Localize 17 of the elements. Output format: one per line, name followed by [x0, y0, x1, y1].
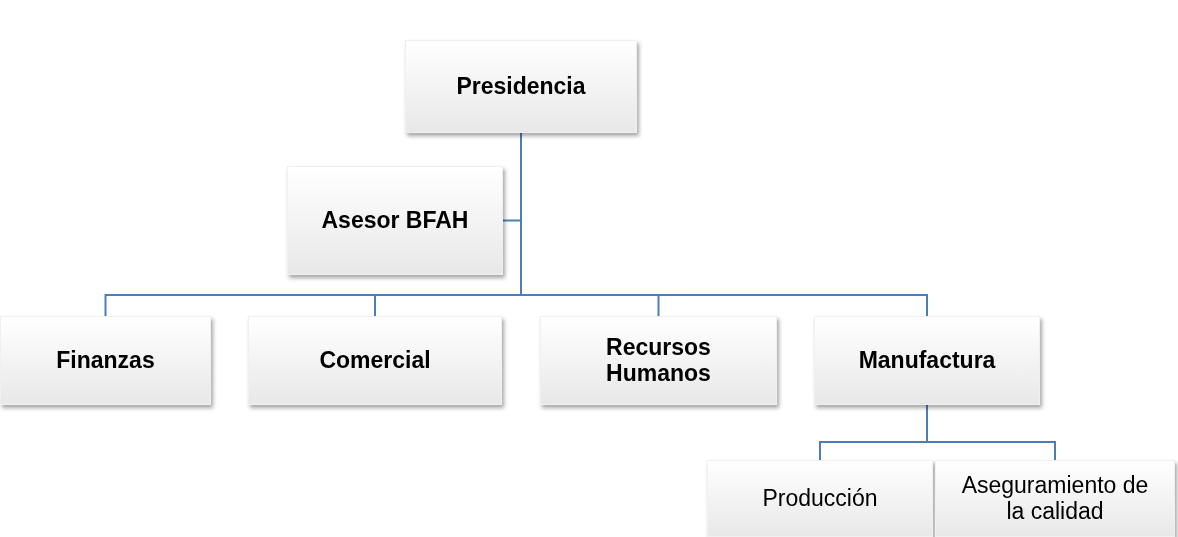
connector-line [926, 404, 1056, 461]
org-box [0, 316, 211, 405]
org-box [405, 40, 637, 133]
box-label: Comercial [319, 347, 431, 374]
org-box [707, 460, 933, 537]
org-box [287, 166, 503, 275]
org-box [935, 460, 1175, 537]
box-label: Manufactura [858, 347, 996, 374]
box-label: Asesor BFAH [321, 207, 469, 234]
org-box [540, 316, 777, 405]
box-label: Presidencia [456, 73, 586, 100]
box-label: Recursos Humanos [605, 335, 712, 386]
org-box [248, 316, 502, 405]
box-label: Aseguramiento de la calidad [960, 473, 1150, 524]
box-label: Producción [762, 485, 878, 512]
org-box [814, 316, 1040, 405]
box-label: Finanzas [56, 347, 155, 374]
